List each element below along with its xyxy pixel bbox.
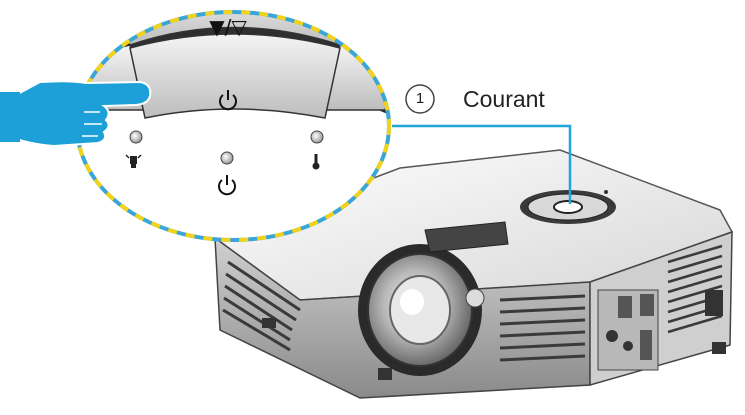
zoom-bubble (75, 10, 391, 242)
rear-ports (597, 289, 723, 371)
power-icon[interactable] (219, 90, 237, 111)
front-vents (222, 260, 586, 362)
callout-number: 1 (415, 90, 425, 107)
projector (213, 149, 734, 399)
led-lamp (129, 130, 143, 144)
pointing-hand-icon (0, 80, 152, 148)
callout-leader-line (392, 124, 572, 204)
lamp-icon (125, 154, 142, 168)
projector-keypad (520, 190, 616, 224)
callout-label: Courant (463, 86, 545, 112)
lens (358, 244, 485, 376)
thermometer-icon (312, 154, 320, 170)
callout-number-circle (405, 84, 435, 114)
led-temp (310, 130, 324, 144)
led-power (220, 151, 234, 165)
top-button-label: ▼/▽ (209, 15, 247, 39)
power-led-icon (218, 175, 236, 196)
